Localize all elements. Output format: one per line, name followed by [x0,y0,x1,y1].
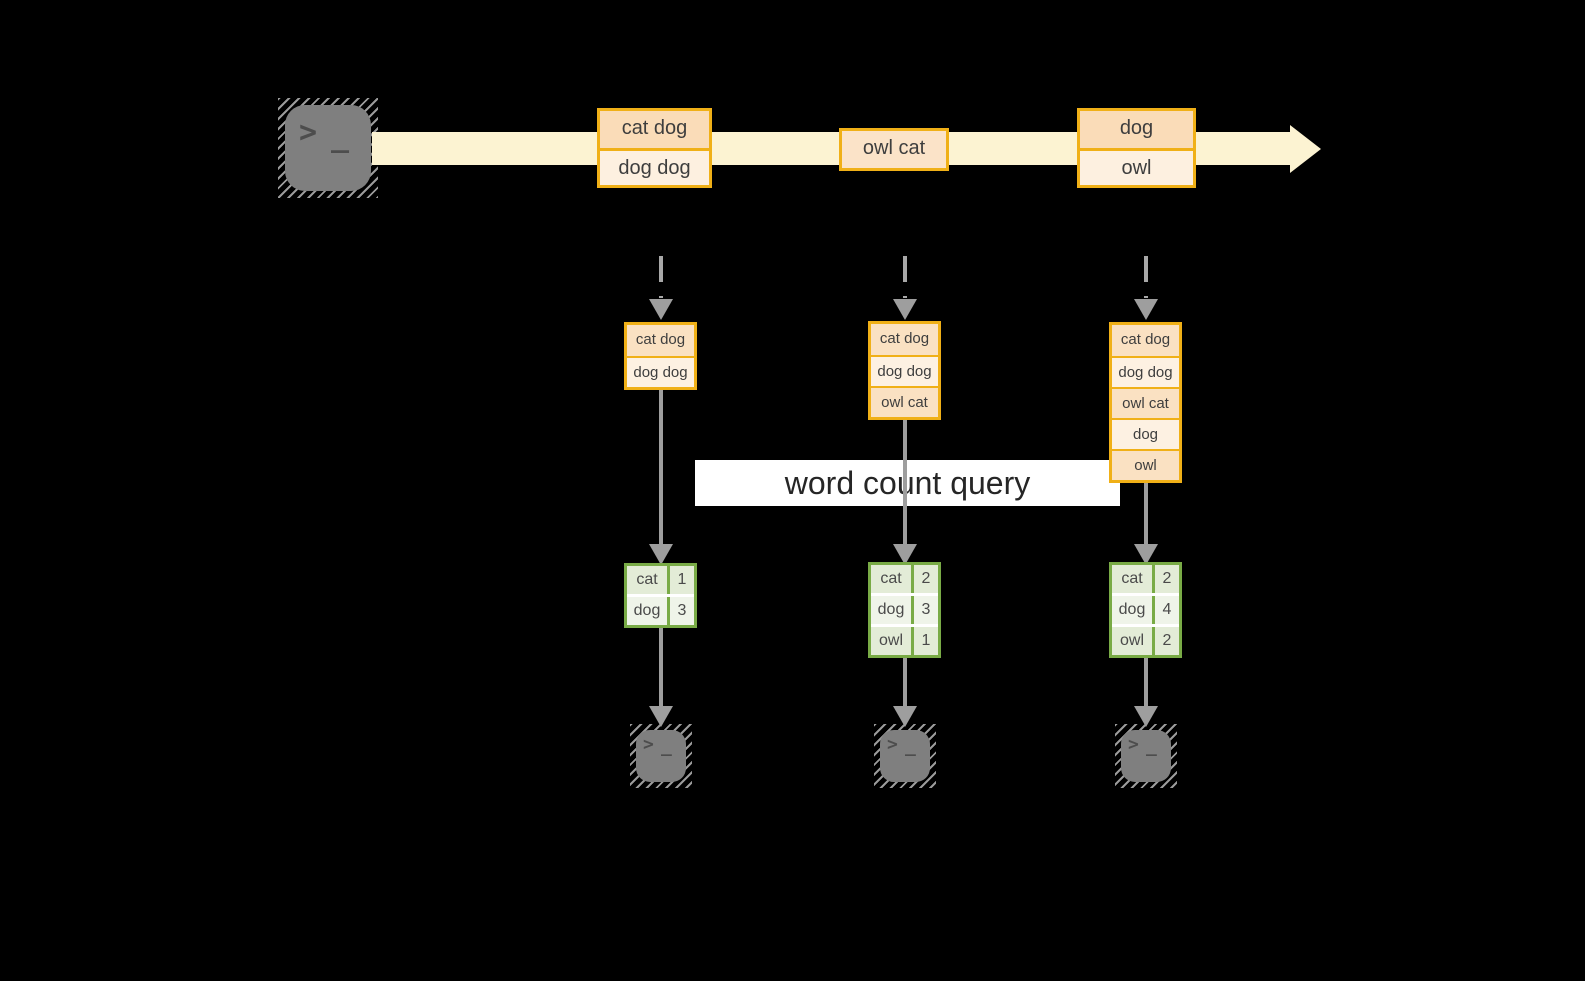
arrowhead-icon [1134,544,1158,565]
terminal-screen: > _ [636,730,686,782]
table-row: dog 3 [871,596,938,624]
stream-batch-2: owl cat [839,128,949,171]
count-cell: 3 [914,596,938,624]
dashed-arrow [659,256,663,298]
source-terminal-icon: > _ [278,98,378,198]
flow-line [659,628,663,708]
dashed-arrow [903,256,907,298]
state-cell: owl cat [871,386,938,417]
prompt-underscore-icon: _ [661,736,672,757]
arrowhead-icon [649,706,673,727]
table-row: cat 2 [1112,565,1179,593]
input-state-box-3: cat dog dog dog owl cat dog owl [1109,322,1182,483]
dashed-arrowhead-icon [893,299,917,320]
count-cell: 4 [1155,596,1179,624]
count-table-2: cat 2 dog 3 owl 1 [868,562,941,658]
table-row: owl 1 [871,627,938,655]
prompt-underscore-icon: _ [331,119,350,154]
flow-line [903,416,907,546]
state-cell: owl cat [1112,387,1179,418]
table-row: cat 2 [871,565,938,593]
count-cell: 1 [670,566,694,594]
terminal-screen: > _ [285,105,371,191]
flow-line [659,386,663,546]
state-cell: dog dog [871,355,938,386]
prompt-caret-icon: > [299,115,318,150]
terminal-screen: > _ [1121,730,1171,782]
arrowhead-icon [893,544,917,565]
prompt-caret-icon: > [1128,734,1139,755]
batch-cell: cat dog [600,111,709,148]
batch-cell: dog dog [600,148,709,185]
table-row: dog 4 [1112,596,1179,624]
count-table-3: cat 2 dog 4 owl 2 [1109,562,1182,658]
stream-batch-3: dog owl [1077,108,1196,188]
word-cell: cat [871,565,911,593]
batch-cell: dog [1080,111,1193,148]
state-cell: cat dog [871,324,938,355]
state-cell: dog dog [1112,356,1179,387]
state-cell: owl [1112,449,1179,480]
table-row: cat 1 [627,566,694,594]
prompt-underscore-icon: _ [1146,736,1157,757]
dashed-arrow [1144,256,1148,298]
word-cell: owl [1112,627,1152,655]
count-cell: 2 [1155,565,1179,593]
word-cell: cat [1112,565,1152,593]
flow-line [1144,479,1148,546]
arrowhead-icon [649,544,673,565]
sink-terminal-icon: > _ [630,724,692,788]
dashed-arrowhead-icon [649,299,673,320]
state-cell: dog dog [627,356,694,387]
count-cell: 3 [670,597,694,625]
count-table-1: cat 1 dog 3 [624,563,697,628]
word-cell: owl [871,627,911,655]
word-cell: dog [1112,596,1152,624]
terminal-screen: > _ [880,730,930,782]
state-cell: dog [1112,418,1179,449]
dashed-arrowhead-icon [1134,299,1158,320]
state-cell: cat dog [627,325,694,356]
prompt-caret-icon: > [887,734,898,755]
word-cell: dog [627,597,667,625]
input-state-box-2: cat dog dog dog owl cat [868,321,941,420]
word-cell: cat [627,566,667,594]
table-row: dog 3 [627,597,694,625]
prompt-underscore-icon: _ [905,736,916,757]
state-cell: cat dog [1112,325,1179,356]
sink-terminal-icon: > _ [874,724,936,788]
arrowhead-icon [893,706,917,727]
count-cell: 2 [1155,627,1179,655]
sink-terminal-icon: > _ [1115,724,1177,788]
flow-line [1144,658,1148,708]
input-state-box-1: cat dog dog dog [624,322,697,390]
prompt-caret-icon: > [643,734,654,755]
arrowhead-icon [1134,706,1158,727]
table-row: owl 2 [1112,627,1179,655]
stream-arrowhead-icon [1290,125,1321,173]
batch-cell: owl [1080,148,1193,185]
batch-cell: owl cat [842,131,946,168]
stream-batch-1: cat dog dog dog [597,108,712,188]
query-label: word count query [695,460,1120,506]
count-cell: 2 [914,565,938,593]
count-cell: 1 [914,627,938,655]
flow-line [903,658,907,708]
word-cell: dog [871,596,911,624]
